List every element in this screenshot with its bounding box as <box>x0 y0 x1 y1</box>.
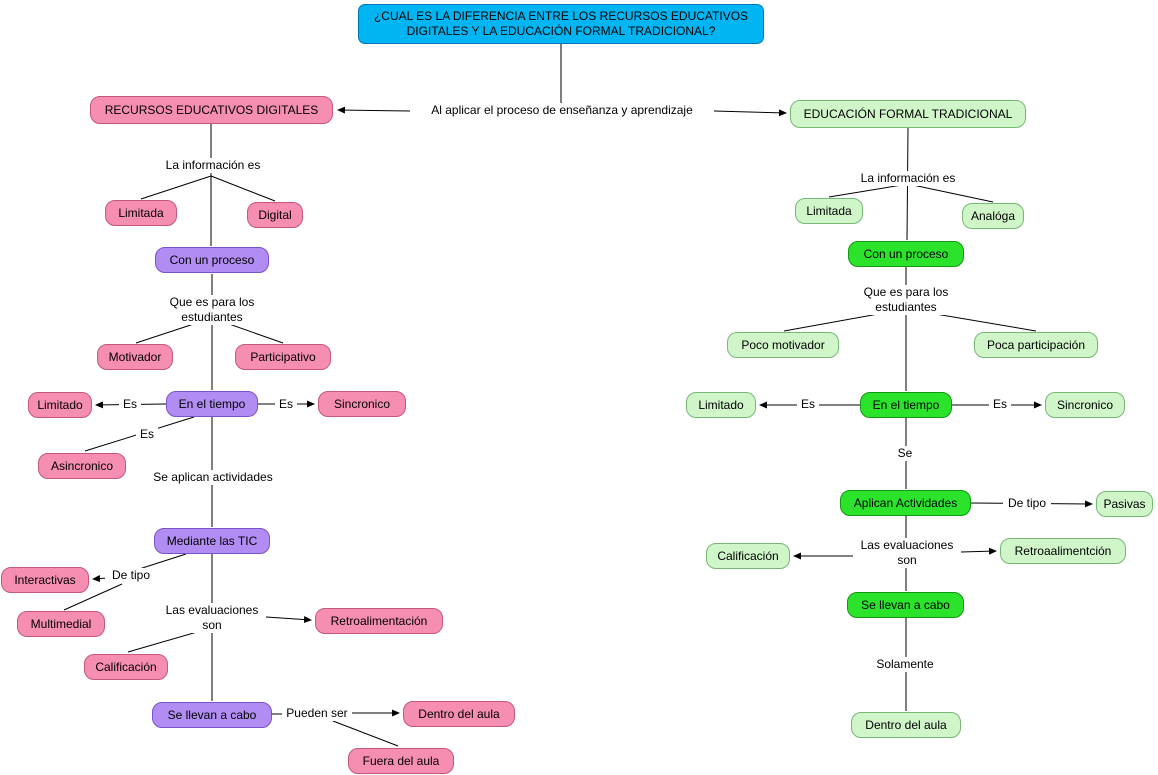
concept-analoga[interactable]: Analóga <box>962 203 1024 229</box>
link-label-es-sincronico-digital[interactable]: Es <box>275 397 297 412</box>
concept-multimedial[interactable]: Multimedial <box>17 611 105 637</box>
concept-poca-participacion[interactable]: Poca participación <box>974 332 1098 358</box>
question-node[interactable]: ¿CUAL ES LA DIFERENCIA ENTRE LOS RECURSO… <box>358 4 764 44</box>
concept-limitada-traditional[interactable]: Limitada <box>795 198 863 224</box>
link-label-estudiantes-digital[interactable]: Que es para los estudiantes <box>162 295 262 325</box>
link-label-informacion-traditional[interactable]: La información es <box>852 171 964 186</box>
link-label-estudiantes-traditional[interactable]: Que es para los estudiantes <box>856 285 956 315</box>
link-label-de-tipo-digital[interactable]: De tipo <box>105 568 157 583</box>
concept-recursos-educativos-digitales[interactable]: RECURSOS EDUCATIVOS DIGITALES <box>90 96 333 124</box>
concept-sincronico-traditional[interactable]: Sincronico <box>1045 392 1125 418</box>
link-label-es-asincronico-digital[interactable]: Es <box>136 427 158 442</box>
link-label-actividades-digital[interactable]: Se aplican actividades <box>146 470 280 485</box>
link-label-evaluaciones-traditional[interactable]: Las evaluaciones son <box>853 538 961 568</box>
concept-en-el-tiempo-traditional[interactable]: En el tiempo <box>860 392 952 418</box>
concept-pasivas[interactable]: Pasivas <box>1096 491 1153 517</box>
concept-limitado-digital[interactable]: Limitado <box>28 392 92 418</box>
concept-retroalimentacion-digital[interactable]: Retroalimentación <box>315 608 443 634</box>
link-label-es-limitado-digital[interactable]: Es <box>119 397 141 412</box>
concept-asincronico[interactable]: Asincronico <box>38 453 126 479</box>
concept-con-un-proceso-traditional[interactable]: Con un proceso <box>848 241 964 267</box>
concept-aplican-actividades[interactable]: Aplican Actividades <box>840 490 971 516</box>
concept-participativo[interactable]: Participativo <box>235 344 331 370</box>
concept-educacion-formal-tradicional[interactable]: EDUCACIÓN FORMAL TRADICIONAL <box>790 100 1026 128</box>
concept-motivador[interactable]: Motivador <box>97 344 173 370</box>
concept-sincronico-digital[interactable]: Sincronico <box>318 391 406 417</box>
link-label-es-limitado-traditional[interactable]: Es <box>797 397 819 412</box>
concept-calificacion-digital[interactable]: Calificación <box>84 654 168 680</box>
concept-dentro-del-aula-traditional[interactable]: Dentro del aula <box>851 712 961 738</box>
concept-en-el-tiempo-digital[interactable]: En el tiempo <box>166 391 258 417</box>
concept-se-llevan-a-cabo-digital[interactable]: Se llevan a cabo <box>152 702 272 728</box>
concept-fuera-del-aula[interactable]: Fuera del aula <box>348 748 454 774</box>
link-label-de-tipo-traditional[interactable]: De tipo <box>1003 496 1051 511</box>
concept-retroalimentacion-traditional[interactable]: Retroaalimentción <box>1000 538 1126 564</box>
concept-poco-motivador[interactable]: Poco motivador <box>727 332 839 358</box>
concept-se-llevan-a-cabo-traditional[interactable]: Se llevan a cabo <box>847 592 964 618</box>
link-label-se-traditional[interactable]: Se <box>895 446 915 461</box>
link-label-solamente-traditional[interactable]: Solamente <box>871 657 939 672</box>
concept-limitado-traditional[interactable]: Limitado <box>686 392 756 418</box>
concept-mediante-las-tic[interactable]: Mediante las TIC <box>154 528 270 554</box>
link-label-informacion-digital[interactable]: La información es <box>156 158 270 173</box>
concept-interactivas[interactable]: Interactivas <box>1 567 89 593</box>
concept-dentro-del-aula-digital[interactable]: Dentro del aula <box>403 701 515 727</box>
concept-con-un-proceso-digital[interactable]: Con un proceso <box>155 247 269 273</box>
concept-limitada-digital[interactable]: Limitada <box>105 200 177 226</box>
concept-digital[interactable]: Digital <box>247 202 303 228</box>
link-label-es-sincronico-traditional[interactable]: Es <box>989 397 1011 412</box>
link-label-evaluaciones-digital[interactable]: Las evaluaciones son <box>160 603 264 633</box>
link-label-root[interactable]: Al aplicar el proceso de enseñanza y apr… <box>412 103 712 118</box>
link-label-pueden-ser-digital[interactable]: Pueden ser <box>282 706 352 721</box>
concept-calificacion-traditional[interactable]: Calificación <box>706 543 790 569</box>
